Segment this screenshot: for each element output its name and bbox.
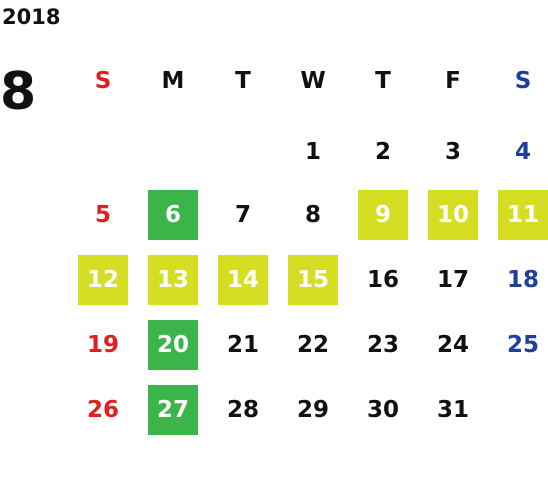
day-cell[interactable]: 27 (148, 385, 198, 435)
day-cell[interactable]: 28 (226, 397, 259, 423)
day-cell[interactable]: 21 (226, 332, 259, 358)
day-cell[interactable]: 11 (498, 190, 548, 240)
day-cell[interactable]: 5 (94, 202, 111, 228)
day-cell[interactable]: 4 (514, 139, 531, 165)
day-cell[interactable]: 1 (304, 139, 321, 165)
day-cell[interactable]: 14 (218, 255, 268, 305)
day-cell[interactable]: 22 (296, 332, 329, 358)
day-cell[interactable]: 13 (148, 255, 198, 305)
day-cell[interactable]: 16 (366, 267, 399, 293)
day-cell[interactable]: 19 (86, 332, 119, 358)
day-cell[interactable]: 18 (506, 267, 539, 293)
day-cell[interactable]: 29 (296, 397, 329, 423)
day-cell[interactable]: 7 (234, 202, 251, 228)
year-label: 2018 (2, 5, 61, 29)
day-cell[interactable]: 6 (148, 190, 198, 240)
day-cell[interactable]: 20 (148, 320, 198, 370)
day-cell[interactable]: 31 (436, 397, 469, 423)
weekday-header: T (235, 68, 251, 94)
day-cell[interactable]: 25 (506, 332, 539, 358)
day-cell[interactable]: 23 (366, 332, 399, 358)
weekday-header: F (445, 68, 461, 94)
day-cell[interactable]: 24 (436, 332, 469, 358)
weekday-header: W (300, 68, 326, 94)
day-cell[interactable]: 8 (304, 202, 321, 228)
day-cell[interactable]: 26 (86, 397, 119, 423)
month-number: 8 (0, 62, 37, 122)
weekday-header: S (94, 68, 112, 94)
weekday-header: T (375, 68, 391, 94)
day-cell[interactable]: 10 (428, 190, 478, 240)
day-cell[interactable]: 3 (444, 139, 461, 165)
day-cell[interactable]: 17 (436, 267, 469, 293)
day-cell[interactable]: 30 (366, 397, 399, 423)
day-cell[interactable]: 9 (358, 190, 408, 240)
day-cell[interactable]: 12 (78, 255, 128, 305)
day-cell[interactable]: 2 (374, 139, 391, 165)
weekday-header: M (161, 68, 185, 94)
day-cell[interactable]: 15 (288, 255, 338, 305)
weekday-header: S (514, 68, 532, 94)
